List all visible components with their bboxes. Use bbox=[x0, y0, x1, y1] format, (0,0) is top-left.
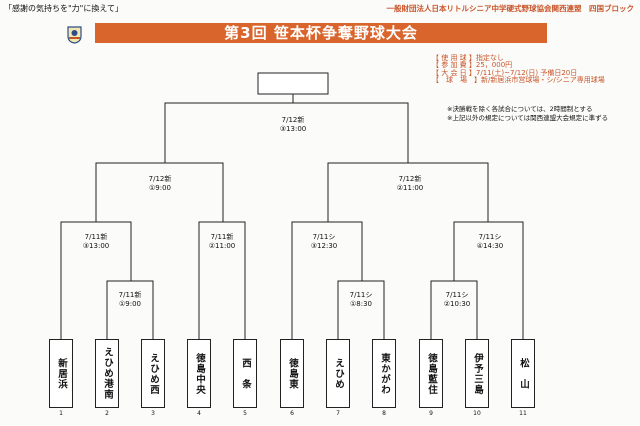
team-name: えひめ西 bbox=[148, 352, 159, 395]
final-line bbox=[164, 94, 409, 163]
match-time: ①9:00 bbox=[148, 184, 171, 192]
team-name: 徳島藍住 bbox=[426, 352, 437, 395]
team-box: 徳島中央 bbox=[187, 339, 211, 408]
semi-right-line bbox=[327, 162, 489, 222]
team-box: 徳島東 bbox=[280, 339, 304, 408]
match-date: 7/11シ bbox=[478, 233, 502, 241]
r1c-line bbox=[430, 280, 478, 339]
team-number: 11 bbox=[519, 410, 527, 417]
team-box: 徳島藍住 bbox=[419, 339, 443, 408]
team-box: えひめ港南 bbox=[95, 339, 119, 408]
info-dates: 【 大 会 日 】7/11(土)~7/12(日) 予備日20日 bbox=[432, 68, 578, 77]
match-time: ②10:30 bbox=[443, 300, 471, 308]
match-date: 7/11シ bbox=[445, 291, 469, 299]
team-name: 徳島中央 bbox=[194, 352, 205, 395]
team-number: 1 bbox=[59, 410, 63, 417]
tournament-info: 【 使 用 球 】指定なし 【 参 加 費 】25，000円 【 大 会 日 】… bbox=[432, 54, 605, 85]
team-name: 東かがわ bbox=[379, 352, 390, 395]
page-title: 第3回 笹本杯争奪野球大会 bbox=[95, 23, 547, 43]
team-box: えひめ西 bbox=[141, 339, 165, 408]
team-number: 8 bbox=[382, 410, 386, 417]
team-name: 西 条 bbox=[240, 357, 251, 390]
team-number: 10 bbox=[473, 410, 481, 417]
match-time: ①8:30 bbox=[349, 300, 372, 308]
team-number: 3 bbox=[151, 410, 155, 417]
team-number: 6 bbox=[290, 410, 294, 417]
match-time: ③12:30 bbox=[310, 242, 338, 250]
note-regulations: ※上記以外の規定については関西連盟大会規定に準ずる bbox=[447, 114, 609, 122]
team-box: 西 条 bbox=[233, 339, 257, 408]
match-date: 7/11シ bbox=[312, 233, 336, 241]
qf1-line bbox=[60, 221, 132, 339]
r1b-line bbox=[337, 280, 385, 339]
r1a-line bbox=[106, 280, 154, 339]
match-time: ①9:00 bbox=[118, 300, 141, 308]
team-box: 新居浜 bbox=[49, 339, 73, 408]
team-name: えひめ bbox=[333, 357, 344, 390]
team-number: 9 bbox=[429, 410, 433, 417]
match-date: 7/11新 bbox=[84, 233, 108, 241]
info-venue: 【 球 場 】新/新居浜市営球場・シ/シニア専用球場 bbox=[432, 76, 605, 85]
team-name: 新居浜 bbox=[56, 357, 67, 390]
info-fee: 【 参 加 費 】25，000円 bbox=[432, 61, 513, 70]
semi-left-line bbox=[95, 162, 224, 222]
emblem-logo bbox=[67, 26, 82, 44]
qf4-line bbox=[453, 221, 524, 339]
team-box: 東かがわ bbox=[372, 339, 396, 408]
match-time: ②11:00 bbox=[208, 242, 236, 250]
team-number: 7 bbox=[336, 410, 340, 417]
team-box: 伊予三島 bbox=[465, 339, 489, 408]
team-box: えひめ bbox=[326, 339, 350, 408]
match-time: ③13:00 bbox=[82, 242, 110, 250]
match-date: 7/11新 bbox=[118, 291, 142, 299]
note-time-limit: ※決勝戦を除く各試合については、2時間制とする bbox=[447, 105, 593, 113]
team-number: 2 bbox=[105, 410, 109, 417]
match-time: ④14:30 bbox=[476, 242, 504, 250]
match-date: 7/11新 bbox=[210, 233, 234, 241]
qf3-line bbox=[291, 221, 363, 339]
qf2-line bbox=[198, 221, 246, 339]
team-number: 4 bbox=[197, 410, 201, 417]
match-date: 7/12新 bbox=[281, 116, 305, 124]
match-date: 7/12新 bbox=[398, 175, 422, 183]
match-date: 7/11シ bbox=[349, 291, 373, 299]
slogan: 「感謝の気持ちを"力"に換えて」 bbox=[4, 4, 123, 13]
organizer: 一般財団法人日本リトルシニア中学硬式野球協会関西連盟 四国ブロック bbox=[386, 4, 635, 13]
team-number: 5 bbox=[243, 410, 247, 417]
team-name: えひめ港南 bbox=[102, 347, 113, 400]
info-ball: 【 使 用 球 】指定なし bbox=[432, 54, 504, 62]
team-name: 徳島東 bbox=[287, 357, 298, 390]
match-date: 7/12新 bbox=[148, 175, 172, 183]
champion-box bbox=[257, 72, 329, 95]
team-name: 伊予三島 bbox=[472, 352, 483, 395]
match-time: ③13:00 bbox=[279, 125, 307, 133]
team-name: 松 山 bbox=[518, 357, 529, 390]
match-time: ②11:00 bbox=[396, 184, 424, 192]
team-box: 松 山 bbox=[511, 339, 535, 408]
rules-notes: ※決勝戦を除く各試合については、2時間制とする ※上記以外の規定については関西連… bbox=[447, 105, 608, 123]
